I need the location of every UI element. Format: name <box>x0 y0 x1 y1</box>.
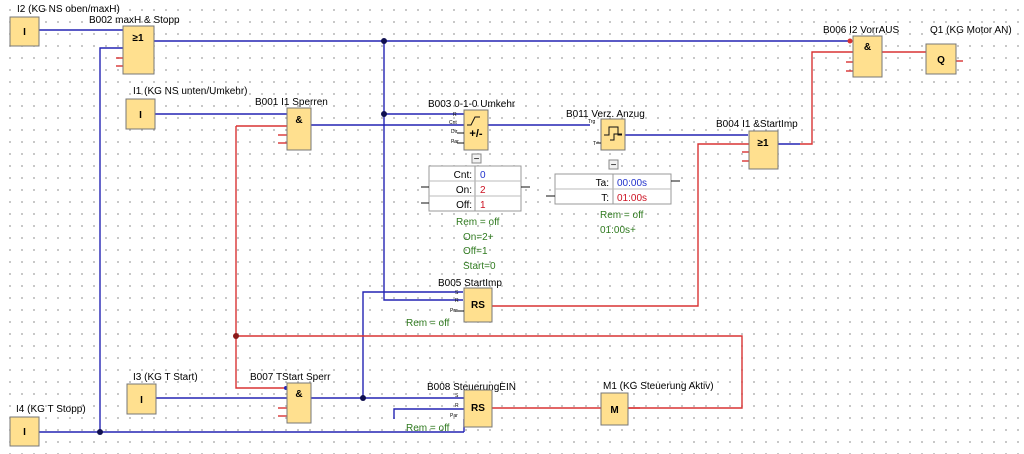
input-i2[interactable]: I2 (KG NS oben/maxH) I <box>9 4 120 47</box>
b011-note-time: 01:00s+ <box>600 225 636 236</box>
b003-cnt-value: 0 <box>480 170 486 181</box>
junction-nodes <box>97 38 853 435</box>
input-i1-label: I1 (KG NS unten/Umkehr) <box>133 86 247 97</box>
block-b004[interactable]: B004 I1 &StartImp ≥1 <box>716 119 798 170</box>
block-b005-title: B005 StartImp <box>438 278 502 289</box>
output-m1-label: M1 (KG Steuerung Aktiv) <box>603 381 714 392</box>
input-i3-symbol: I <box>140 395 143 406</box>
block-b001-title: B001 I1 Sperren <box>255 97 328 108</box>
block-b011-pin-t: T <box>593 141 596 147</box>
block-b002[interactable]: B002 maxH & Stopp ≥1 <box>89 15 180 75</box>
svg-text:−: − <box>474 154 480 165</box>
block-b008-pin-par: Par <box>450 413 458 419</box>
collapse-b003-button[interactable] <box>471 153 482 164</box>
input-i3[interactable]: I3 (KG T Start) I <box>126 372 198 415</box>
block-b005-symbol: RS <box>471 300 485 311</box>
input-i1[interactable]: I1 (KG NS unten/Umkehr) I <box>125 86 247 130</box>
block-b006-symbol: & <box>864 42 871 53</box>
b003-off-key: Off: <box>456 200 472 211</box>
counter-ramp-icon <box>467 116 480 126</box>
block-b003[interactable]: B003 0-1-0 Umkehr +/- R Cnt Dir Par <box>428 99 516 151</box>
output-q1-label: Q1 (KG Motor AN) <box>930 25 1012 36</box>
block-b003-pin-par: Par <box>451 139 459 145</box>
input-i4[interactable]: I4 (KG T Stopp) I <box>9 404 86 447</box>
block-b007[interactable]: B007 TStart Sperr & <box>250 372 331 424</box>
block-b004-title: B004 I1 &StartImp <box>716 119 798 130</box>
block-b003-pin-r: R <box>453 112 457 118</box>
block-b005-pin-par: Par <box>450 308 458 314</box>
block-b003-title: B003 0-1-0 Umkehr <box>428 99 516 110</box>
pulse-icon <box>604 126 622 136</box>
output-m1-symbol: M <box>610 405 618 416</box>
b003-off-value: 1 <box>480 200 486 211</box>
params-b003: − Cnt: 0 On: 2 Off: 1 Rem = off On=2+ Of… <box>421 153 530 272</box>
b003-note-start: Start=0 <box>463 261 496 272</box>
b011-t-key: T: <box>601 193 609 204</box>
red-wires <box>116 51 963 417</box>
b011-ta-key: Ta: <box>596 178 609 189</box>
b003-on-key: On: <box>456 185 472 196</box>
block-b011[interactable]: B011 Verz. Anzug Trg T <box>566 109 645 151</box>
block-b008-title: B008 SteuerungEIN <box>427 382 516 393</box>
svg-text:−: − <box>611 160 617 171</box>
block-b007-symbol: & <box>295 389 302 400</box>
input-i2-label: I2 (KG NS oben/maxH) <box>17 4 120 15</box>
b011-note-rem: Rem = off <box>600 210 644 221</box>
input-i4-symbol: I <box>23 427 26 438</box>
block-b011-title: B011 Verz. Anzug <box>566 109 645 120</box>
block-b011-pin-trg: Trg <box>588 119 596 125</box>
b003-note-on: On=2+ <box>463 232 494 243</box>
block-b001[interactable]: B001 I1 Sperren & <box>255 97 328 151</box>
input-i1-symbol: I <box>139 110 142 121</box>
block-b005-pin-r: R <box>455 298 459 304</box>
block-b006-title: B006 I2 VorrAUS <box>823 25 899 36</box>
b011-t-value: 01:00s <box>617 193 647 204</box>
block-b001-symbol: & <box>295 115 302 126</box>
b003-on-value: 2 <box>480 185 486 196</box>
output-q1[interactable]: Q1 (KG Motor AN) Q <box>925 25 1012 75</box>
b005-note-rem: Rem = off <box>406 318 450 329</box>
output-q1-symbol: Q <box>937 55 945 66</box>
input-i3-label: I3 (KG T Start) <box>133 372 198 383</box>
b003-cnt-key: Cnt: <box>454 170 472 181</box>
blue-wires <box>39 29 850 433</box>
block-b003-symbol: +/- <box>469 128 482 140</box>
block-b003-pin-cnt: Cnt <box>449 120 457 126</box>
b003-note-rem: Rem = off <box>456 217 500 228</box>
block-b003-pin-dir: Dir <box>451 129 458 135</box>
b011-ta-value: 00:00s <box>617 178 647 189</box>
b008-note-rem: Rem = off <box>406 423 450 434</box>
block-b008-pin-r: R <box>455 403 459 409</box>
block-b008-pin-s: S <box>455 393 459 399</box>
block-b002-title: B002 maxH & Stopp <box>89 15 180 26</box>
block-b005[interactable]: B005 StartImp RS S R Par Rem = off <box>406 278 502 329</box>
output-m1[interactable]: M1 (KG Steuerung Aktiv) M <box>600 381 714 426</box>
input-i2-symbol: I <box>23 27 26 38</box>
params-b011: − Ta: 00:00s T: 01:00s Rem = off 01:00s+ <box>546 159 680 236</box>
block-b005-pin-s: S <box>455 290 459 296</box>
input-i4-label: I4 (KG T Stopp) <box>16 404 86 415</box>
block-b002-symbol: ≥1 <box>132 33 143 44</box>
b003-note-off: Off=1 <box>463 246 488 257</box>
block-b006[interactable]: B006 I2 VorrAUS & <box>823 25 899 78</box>
block-b007-title: B007 TStart Sperr <box>250 372 331 383</box>
block-b008[interactable]: B008 SteuerungEIN RS S R Par Rem = off <box>406 382 516 434</box>
block-b004-symbol: ≥1 <box>757 138 768 149</box>
collapse-b011-button[interactable] <box>608 159 619 170</box>
block-b008-symbol: RS <box>471 403 485 414</box>
